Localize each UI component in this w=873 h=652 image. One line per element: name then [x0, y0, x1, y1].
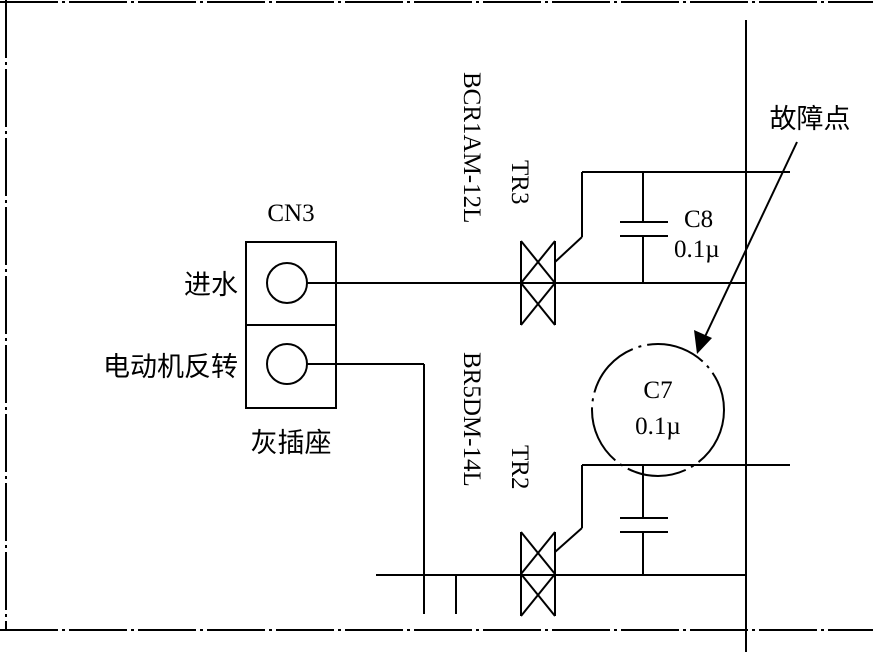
connector-ref: CN3: [267, 200, 314, 227]
pin1-terminal: [266, 262, 308, 304]
fault-arrow-icon: [694, 141, 798, 354]
fault-point-label: 故障点: [770, 104, 851, 135]
c7-ref: C7: [643, 377, 672, 404]
tr3-part: BCR1AM-12L: [458, 72, 485, 223]
fault-circle: [591, 343, 725, 477]
pin2-label: 电动机反转: [103, 352, 238, 383]
triac-tr2: [520, 464, 790, 617]
capacitor-c7: [620, 465, 668, 575]
pin2-terminal: [266, 343, 308, 385]
c8-value: 0.1µ: [674, 236, 720, 263]
wire-pin2: [307, 363, 746, 614]
connector-cn3: [245, 241, 337, 409]
c7-value: 0.1µ: [635, 413, 681, 440]
triac-tr3: [520, 171, 790, 326]
tr2-ref: TR2: [506, 445, 533, 489]
tr3-ref: TR3: [506, 160, 533, 204]
capacitor-c8: [620, 172, 668, 283]
pin1-label: 进水: [184, 270, 238, 301]
housing-label: 灰插座: [251, 428, 332, 459]
board-outline: [0, 0, 873, 631]
tr2-part: BR5DM-14L: [458, 352, 485, 487]
c8-ref: C8: [684, 206, 713, 233]
